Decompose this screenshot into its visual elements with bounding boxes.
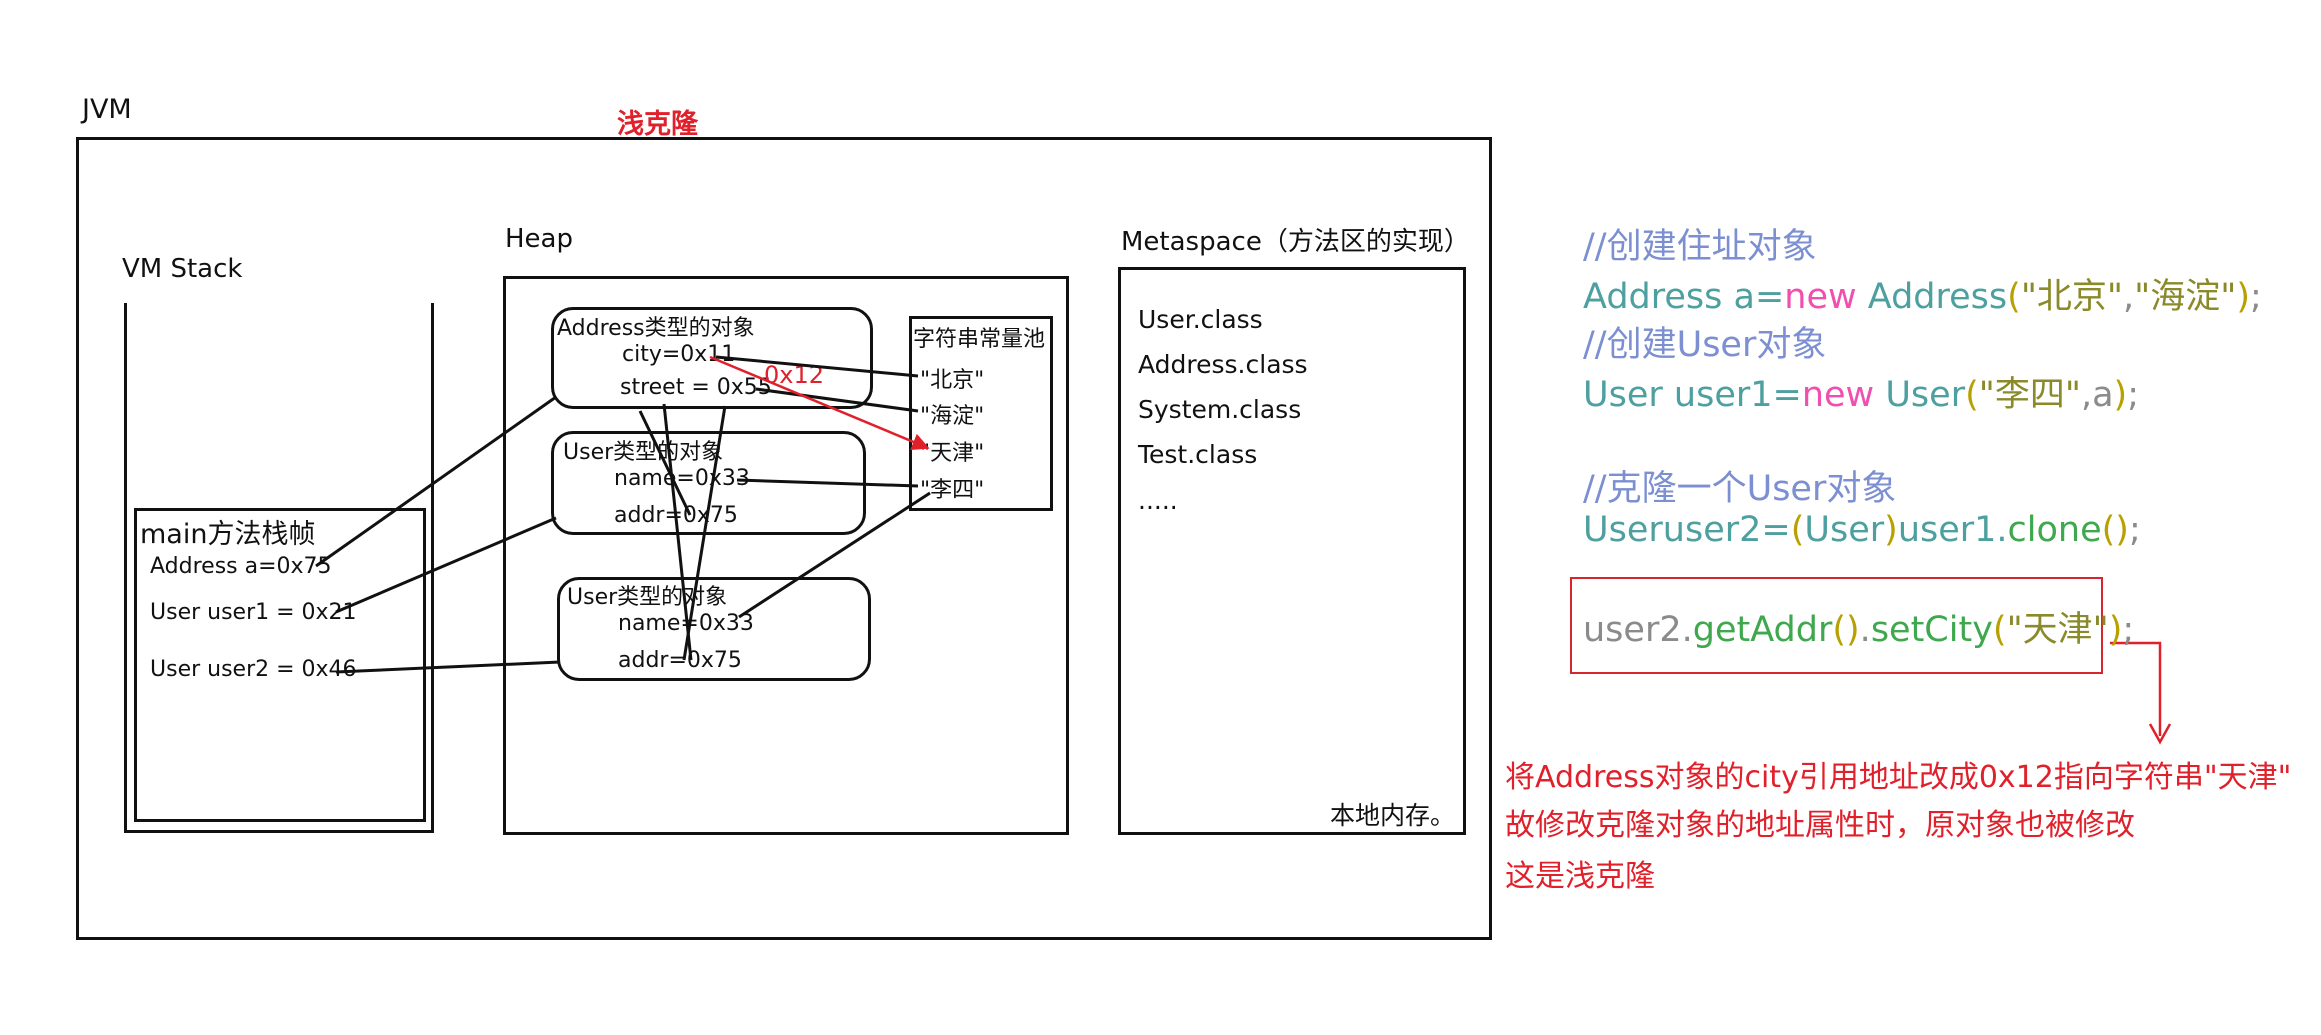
ref-line-city-tianjin	[709, 355, 930, 451]
ref-line-city-beijing	[715, 355, 919, 378]
code-token: new	[1784, 277, 1857, 317]
code-line-clone: Useruser2=(User)user1.clone();	[1583, 510, 2141, 550]
code-token: (	[1790, 510, 1805, 550]
code-token: .	[1859, 610, 1871, 650]
ref-line-user1-name	[736, 478, 919, 488]
ref-line-address-a	[315, 395, 557, 568]
metaspace-area	[1118, 267, 1466, 835]
code-token: ,	[2123, 277, 2135, 317]
code-comment-3: //克隆一个User对象	[1583, 469, 1897, 509]
address-street-field: street = 0x55	[620, 375, 772, 400]
code-token: Address	[1856, 277, 2008, 317]
code-line-create-address: Address a=new Address("北京","海淀");	[1583, 268, 2262, 319]
ref-line-cross	[682, 405, 727, 661]
user2-addr-field: addr=0x75	[618, 648, 742, 673]
string-pool-item: "海淀"	[920, 404, 985, 429]
code-token: User	[1874, 375, 1966, 415]
code-token: )	[2108, 610, 2123, 650]
highlight-box	[1570, 577, 2103, 674]
code-comment-1: //创建住址对象	[1583, 227, 1817, 267]
user-object-2-title: User类型的对象	[567, 585, 728, 610]
stack-var-user1: User user1 = 0x21	[150, 600, 357, 625]
metaspace-class: Test.class	[1138, 440, 1258, 469]
user1-name-field: name=0x33	[614, 466, 750, 491]
code-token: "海淀"	[2134, 277, 2237, 317]
code-token: User	[1583, 510, 1663, 550]
code-token: )	[1884, 510, 1898, 550]
string-pool-title: 字符串常量池	[913, 327, 1046, 352]
address-object	[551, 307, 873, 409]
code-token: ;	[2122, 610, 2135, 650]
ref-line-user1	[335, 516, 557, 614]
code-token: (	[1992, 610, 2007, 650]
ref-line-user2-addr	[662, 403, 693, 661]
address-city-field: city=0x11	[622, 342, 736, 367]
code-token: ;	[2127, 375, 2139, 415]
code-token: ()	[1832, 610, 1860, 650]
metaspace-footer: 本地内存。	[1330, 801, 1456, 830]
stack-var-user2: User user2 = 0x46	[150, 657, 357, 682]
code-token: user2.	[1583, 610, 1693, 650]
code-token: ;	[2250, 277, 2262, 317]
note-line: 这是浅克隆	[1505, 859, 1655, 894]
code-token: (	[2007, 277, 2021, 317]
note-line: 将Address对象的city引用地址改成0x12指向字符串"天津"	[1505, 760, 2292, 795]
stack-var-address: Address a=0x75	[150, 554, 332, 579]
ref-line-street-haidian	[755, 387, 919, 413]
code-token: user2=	[1662, 510, 1791, 550]
jvm-label: JVM	[82, 94, 132, 125]
user-object-2	[557, 577, 871, 681]
note-line: 故修改克隆对象的地址属性时，原对象也被修改	[1505, 808, 2135, 843]
code-token: User	[1583, 375, 1663, 415]
address-object-title: Address类型的对象	[557, 316, 755, 341]
main-frame-title: main方法栈帧	[140, 519, 316, 550]
code-token: )	[2113, 375, 2128, 415]
code-token: new	[1801, 375, 1875, 415]
heap-area	[503, 276, 1069, 835]
user-object-1-title: User类型的对象	[563, 440, 724, 465]
code-token: ,a	[2080, 375, 2114, 415]
code-line-set-city: user2.getAddr().setCity("天津");	[1583, 601, 2134, 652]
code-token: "北京"	[2020, 277, 2124, 317]
string-pool-item: "天津"	[920, 441, 985, 466]
ref-line-user2-name	[738, 491, 931, 619]
code-token: getAddr	[1692, 610, 1833, 650]
code-token: user1=	[1662, 375, 1802, 415]
code-token: )	[2236, 277, 2251, 317]
code-token: "天津"	[2006, 610, 2109, 650]
main-stack-frame	[134, 508, 426, 822]
code-token: (	[1965, 375, 1979, 415]
ref-line-user1-addr	[638, 410, 692, 516]
code-line-create-user: User user1=new User("李四",a);	[1583, 366, 2139, 417]
code-token: User	[1804, 510, 1885, 550]
code-token: ()	[2101, 510, 2129, 550]
metaspace-class: User.class	[1138, 305, 1263, 334]
note-arrow-head	[2148, 723, 2172, 745]
metaspace-class: Address.class	[1138, 350, 1308, 379]
code-token: a=	[1722, 277, 1785, 317]
metaspace-ellipsis: .....	[1138, 486, 1178, 515]
code-token: Address	[1583, 277, 1723, 317]
note-arrow	[2110, 641, 2162, 736]
vm-stack-column	[124, 303, 434, 833]
string-pool	[909, 316, 1053, 511]
jvm-frame	[76, 137, 1492, 940]
code-token: setCity	[1870, 610, 1993, 650]
string-pool-item: "李四"	[920, 478, 985, 503]
code-comment-2: //创建User对象	[1583, 325, 1827, 365]
code-token: "李四"	[1978, 375, 2081, 415]
heap-label: Heap	[505, 224, 573, 254]
ref-line-user2	[335, 660, 561, 674]
code-token: clone	[2007, 510, 2102, 550]
diagram-title: 浅克隆	[617, 109, 698, 140]
metaspace-label: Metaspace（方法区的实现）	[1121, 227, 1470, 257]
metaspace-class: System.class	[1138, 395, 1302, 424]
code-token: user1.	[1897, 510, 2008, 550]
vm-stack-label: VM Stack	[122, 254, 243, 284]
string-pool-item: "北京"	[920, 368, 985, 393]
code-token: ;	[2128, 510, 2141, 550]
